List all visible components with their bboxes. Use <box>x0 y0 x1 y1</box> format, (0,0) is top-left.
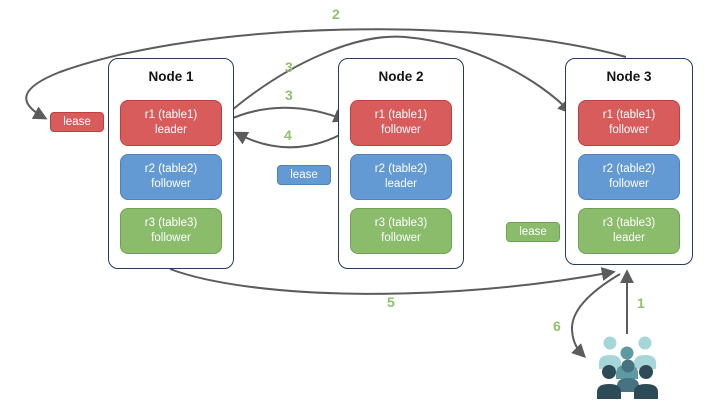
node-2: Node 2 r1 (table1) follower r2 (table2) … <box>338 58 464 269</box>
replica-role: leader <box>385 178 417 190</box>
lease-label: lease <box>63 116 91 128</box>
replica-role: follower <box>381 124 421 136</box>
node-1-replica-r1: r1 (table1) leader <box>120 100 222 146</box>
replica-role: follower <box>151 178 191 190</box>
node-3-replica-r1: r1 (table1) follower <box>578 100 680 146</box>
arrow-step-4-node2-to-node1 <box>233 129 350 149</box>
arrow-step-5-node1-to-node3 <box>169 267 616 295</box>
node-3-replica-r3: r3 (table3) leader <box>578 208 680 254</box>
arrow-step-3-node1-to-node2 <box>225 106 348 123</box>
node-3-replica-r2: r2 (table2) follower <box>578 154 680 200</box>
node-1: Node 1 r1 (table1) leader r2 (table2) fo… <box>108 58 234 269</box>
node-2-replica-r1: r1 (table1) follower <box>350 100 452 146</box>
replica-role: follower <box>609 178 649 190</box>
replica-label: r1 (table1) <box>144 109 198 122</box>
lease-label: lease <box>290 169 318 181</box>
replica-label: r2 (table2) <box>374 163 428 176</box>
node-2-replica-r2: r2 (table2) leader <box>350 154 452 200</box>
replica-label: r1 (table1) <box>602 109 656 122</box>
node-1-replica-r2: r2 (table2) follower <box>120 154 222 200</box>
node-2-replica-r3: r3 (table3) follower <box>350 208 452 254</box>
replica-role: follower <box>609 124 649 136</box>
step-label-2: 2 <box>332 6 340 22</box>
replica-role: leader <box>155 124 187 136</box>
node-2-title: Node 2 <box>378 69 424 84</box>
replica-label: r2 (table2) <box>144 163 198 176</box>
step-label-6: 6 <box>553 318 561 334</box>
lease-badge-r1: lease <box>50 112 104 132</box>
replica-label: r3 (table3) <box>374 217 428 230</box>
step-label-3a: 3 <box>285 59 293 75</box>
lease-label: lease <box>519 226 547 238</box>
replica-label: r1 (table1) <box>374 109 428 122</box>
node-1-title: Node 1 <box>148 69 194 84</box>
lease-badge-r2: lease <box>277 165 331 185</box>
replica-role: leader <box>613 232 645 244</box>
lease-badge-r3: lease <box>506 222 560 242</box>
node-3: Node 3 r1 (table1) follower r2 (table2) … <box>565 58 693 265</box>
node-3-title: Node 3 <box>606 69 652 84</box>
step-label-5: 5 <box>387 294 395 310</box>
step-label-4: 4 <box>284 127 292 143</box>
node-1-replica-r3: r3 (table3) follower <box>120 208 222 254</box>
step-label-3b: 3 <box>285 87 293 103</box>
replica-label: r2 (table2) <box>602 163 656 176</box>
replica-role: follower <box>151 232 191 244</box>
replica-role: follower <box>381 232 421 244</box>
replica-label: r3 (table3) <box>144 217 198 230</box>
step-label-1: 1 <box>637 295 645 311</box>
arrow-step-6-node3-to-users <box>570 273 621 358</box>
replica-label: r3 (table3) <box>602 217 656 230</box>
users-group-icon <box>597 336 658 399</box>
